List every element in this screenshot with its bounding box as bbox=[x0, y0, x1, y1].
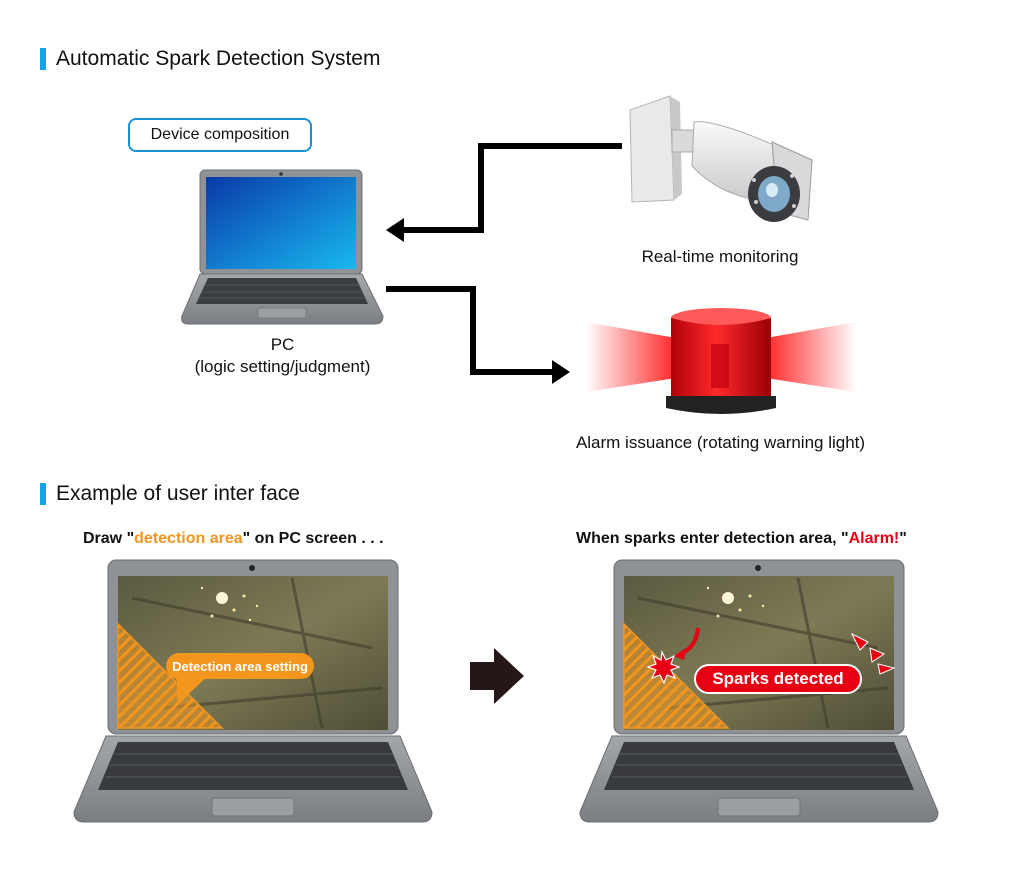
heading-text: Automatic Spark Detection System bbox=[56, 47, 381, 70]
detection-bubble-tail bbox=[176, 672, 212, 704]
laptop-icon bbox=[181, 169, 384, 325]
heading-accent-bar bbox=[40, 483, 46, 505]
arrowhead-right bbox=[552, 360, 570, 384]
laptop-right bbox=[579, 559, 939, 823]
pc-to-alarm-line bbox=[386, 286, 552, 375]
left-caption: Draw "detection area" on PC screen . . . bbox=[83, 530, 384, 548]
heading-text: Example of user inter face bbox=[56, 482, 300, 505]
detection-bubble: Detection area setting bbox=[166, 653, 314, 679]
camera-label: Real-time monitoring bbox=[641, 247, 799, 266]
heading-accent-bar bbox=[40, 48, 46, 70]
laptop-left bbox=[73, 559, 433, 823]
pc-title: PC bbox=[270, 335, 295, 354]
caption-suffix: " bbox=[899, 530, 907, 547]
caption-prefix: Draw " bbox=[83, 530, 135, 547]
pc-label: PC (logic setting/judgment) bbox=[170, 334, 395, 378]
caption-prefix: When sparks enter detection area, " bbox=[576, 530, 849, 547]
security-camera-icon bbox=[629, 95, 813, 222]
caption-highlight: Alarm! bbox=[848, 530, 900, 547]
section-heading-system: Automatic Spark Detection System bbox=[40, 47, 380, 71]
caption-suffix: " on PC screen . . . bbox=[242, 530, 384, 547]
camera-to-pc-line bbox=[402, 143, 622, 233]
alarm-label: Alarm issuance (rotating warning light) bbox=[575, 433, 866, 452]
device-composition-box: Device composition bbox=[128, 118, 312, 152]
warning-light-icon bbox=[586, 308, 856, 414]
sparks-detected-badge: Sparks detected bbox=[694, 664, 862, 694]
spark-burst-icon bbox=[646, 649, 681, 685]
transition-arrow-icon bbox=[470, 648, 524, 704]
arrowhead-left bbox=[386, 218, 404, 242]
right-caption: When sparks enter detection area, "Alarm… bbox=[576, 530, 907, 548]
pc-subtitle: (logic setting/judgment) bbox=[194, 357, 371, 376]
caption-highlight: detection area bbox=[134, 530, 243, 547]
section-heading-ui-example: Example of user inter face bbox=[40, 482, 300, 506]
